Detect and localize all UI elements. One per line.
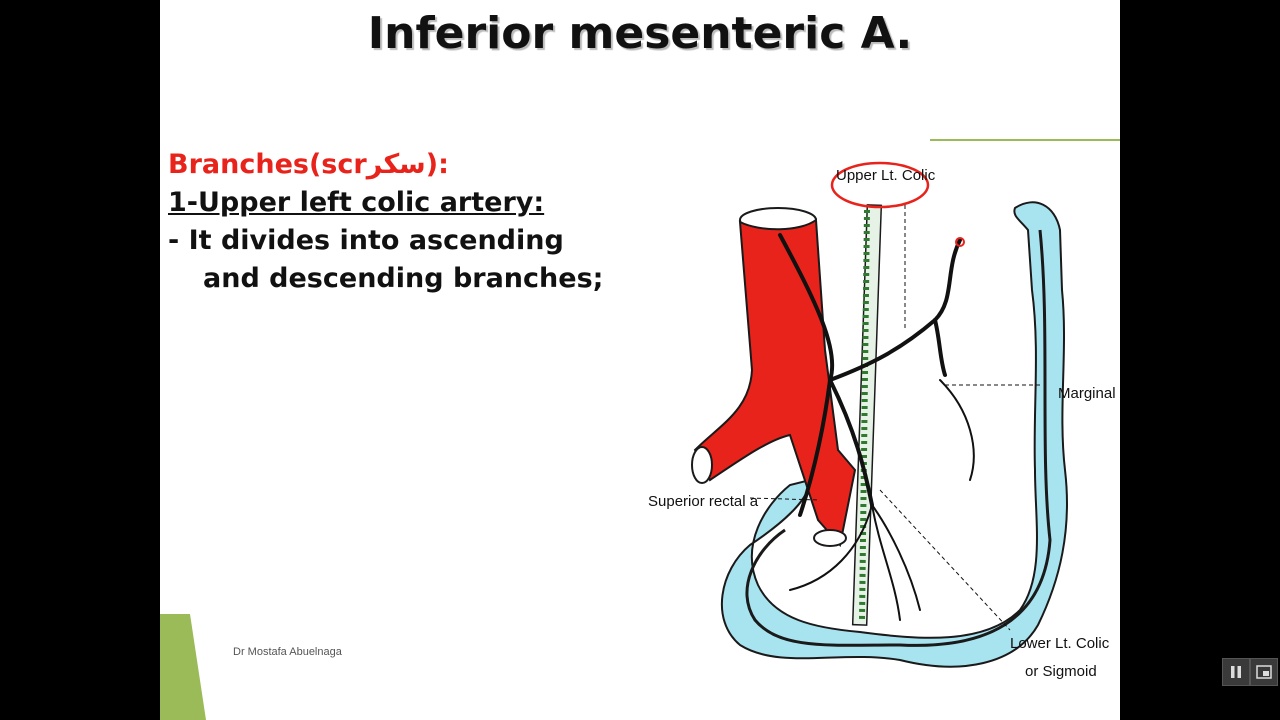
picture-in-picture-icon <box>1256 665 1272 679</box>
branches-line: Branches(scrسكر): <box>168 146 603 184</box>
pause-icon <box>1231 666 1241 678</box>
body-line-1: - It divides into ascending <box>168 225 564 256</box>
accent-line <box>930 139 1120 141</box>
branch-heading: 1-Upper left colic artery: <box>168 187 545 218</box>
slide-title: Inferior mesenteric A. <box>367 8 913 59</box>
label-superior-rectal-artery: Superior rectal a <box>648 493 759 510</box>
body-line-2: and descending branches; <box>203 263 604 294</box>
slide: Inferior mesenteric A. Branches(scrسكر):… <box>160 0 1120 720</box>
label-upper-left-colic: Upper Lt. Colic <box>836 167 936 184</box>
green-corner-shape <box>160 614 206 720</box>
author-credit: Dr Mostafa Abuelnaga <box>233 646 342 658</box>
inferior-mesenteric-vein <box>851 204 883 626</box>
anatomy-diagram: Upper Lt. Colic Marginal ar Superior rec… <box>648 161 1120 680</box>
pause-button[interactable] <box>1222 658 1250 686</box>
slide-body: Branches(scrسكر): 1-Upper left colic art… <box>168 146 603 298</box>
branches-arabic: سكر <box>366 149 426 180</box>
label-marginal-artery: Marginal ar <box>1058 385 1120 402</box>
highlight-ellipse <box>830 161 930 209</box>
arterial-branches <box>778 233 975 621</box>
branches-suffix: ): <box>425 149 449 180</box>
label-lower-left-colic-2: or Sigmoid <box>1025 663 1097 680</box>
picture-in-picture-button[interactable] <box>1250 658 1278 686</box>
branches-prefix: Branches(scr <box>168 149 367 180</box>
label-lower-left-colic-1: Lower Lt. Colic <box>1010 635 1110 652</box>
colon <box>720 201 1068 668</box>
